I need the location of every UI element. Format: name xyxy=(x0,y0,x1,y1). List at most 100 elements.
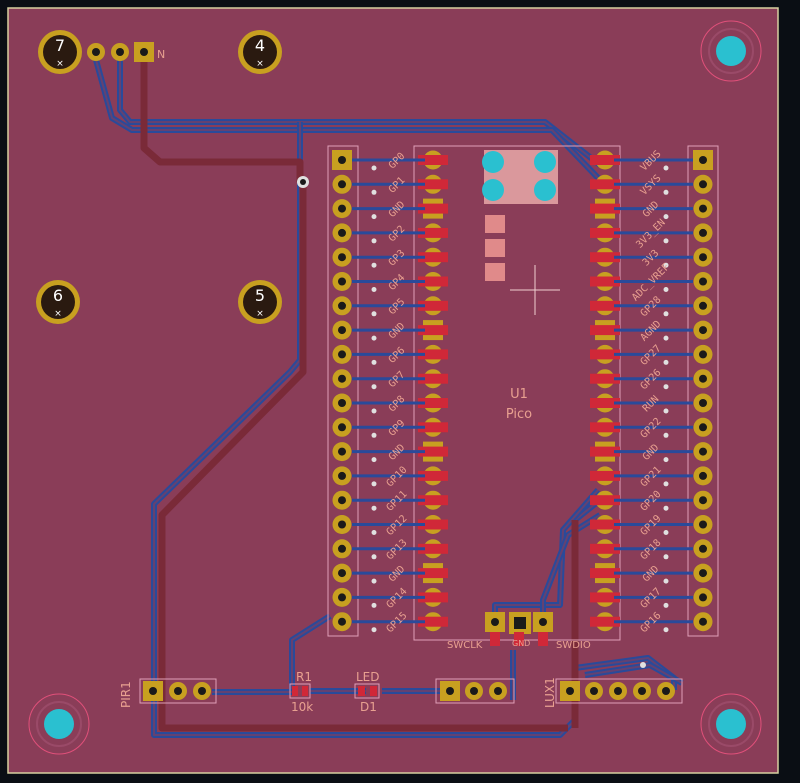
pico-left-smd-pad xyxy=(418,446,448,457)
via xyxy=(663,359,669,365)
bottom-connector-3pin xyxy=(435,678,515,704)
lux-ref: LUX1 xyxy=(543,677,557,708)
pico-right-smd-pad xyxy=(590,495,620,506)
pir-ref: PIR1 xyxy=(119,681,133,708)
via xyxy=(663,578,669,584)
pico-right-smd-pad xyxy=(590,422,620,433)
pico-right-smd-pad xyxy=(590,373,620,384)
test-pad xyxy=(485,263,505,281)
pico-left-smd-pad xyxy=(418,155,448,165)
via xyxy=(371,189,377,195)
pico-left-smd-pad xyxy=(418,495,448,506)
board-outline xyxy=(7,7,779,774)
corner-mount-hole-icon xyxy=(700,20,762,82)
pico-left-smd-pad xyxy=(418,592,448,603)
corner-mount-hole-icon xyxy=(28,693,90,755)
via xyxy=(371,408,377,414)
front-trace xyxy=(140,60,304,182)
via xyxy=(371,602,377,608)
pico-left-smd-pad xyxy=(418,179,448,190)
usb-mount-pad xyxy=(534,179,556,201)
via xyxy=(371,165,377,171)
via xyxy=(371,481,377,487)
pico-right-smd-pad xyxy=(590,568,620,579)
swd-header: SWCLK GND SWDIO xyxy=(447,612,591,651)
pico-left-smd-pad xyxy=(418,325,448,336)
u1-value: Pico xyxy=(506,407,532,422)
d1-value: LED xyxy=(356,670,380,684)
via xyxy=(371,287,377,292)
via xyxy=(663,432,669,438)
via xyxy=(663,165,669,171)
left-header-courtyard xyxy=(327,145,359,637)
top-connector: N xyxy=(87,42,165,62)
pico-right-smd-pad xyxy=(590,446,620,457)
pico-left-smd-pad xyxy=(418,227,448,238)
svg-text:×: × xyxy=(54,309,62,319)
via xyxy=(663,457,669,463)
pico-left-smd-pad xyxy=(418,276,448,287)
swd-gnd-label: GND xyxy=(512,639,530,648)
via xyxy=(371,457,377,463)
via xyxy=(663,554,669,560)
pico-right-smd-pad xyxy=(590,592,620,603)
pico-right-smd-pad xyxy=(590,155,620,165)
via xyxy=(371,359,377,365)
mount-hole-number: 5 xyxy=(255,286,265,305)
via xyxy=(663,505,669,511)
pico-left-smd-pad xyxy=(418,568,448,579)
pir-connector: PIR1 xyxy=(119,678,217,708)
pico-right-smd-pad xyxy=(590,252,620,263)
svg-text:×: × xyxy=(256,309,264,319)
pico-left-smd-pad xyxy=(418,470,448,481)
led-d1: LED D1 xyxy=(354,670,380,714)
via xyxy=(663,262,669,268)
via xyxy=(663,287,669,292)
via xyxy=(371,262,377,268)
via xyxy=(371,335,377,341)
via xyxy=(371,384,377,390)
via xyxy=(663,602,669,608)
swclk-label: SWCLK xyxy=(447,640,483,651)
via xyxy=(663,627,669,633)
via xyxy=(663,311,669,317)
pico-left-smd-pad xyxy=(418,349,448,360)
pico-right-smd-pad xyxy=(590,203,620,214)
pico-left-smd-pad xyxy=(418,422,448,433)
test-pad xyxy=(485,239,505,257)
back-copper-traces xyxy=(93,59,684,738)
pico-left-smd-pad xyxy=(418,300,448,311)
pico-right-smd-pad xyxy=(590,227,620,238)
lux-connector: LUX1 xyxy=(543,677,683,708)
pico-left-smd-pad xyxy=(418,519,448,530)
via xyxy=(371,578,377,584)
via xyxy=(371,554,377,560)
usb-mount-pad xyxy=(482,179,504,201)
test-pad xyxy=(485,215,505,233)
svg-text:×: × xyxy=(56,59,64,69)
via xyxy=(663,384,669,390)
pico-right-smd-pad xyxy=(590,325,620,336)
via xyxy=(371,311,377,317)
pico-left-smd-pad xyxy=(418,373,448,384)
usb-mount-pad xyxy=(534,151,556,173)
via xyxy=(371,505,377,511)
via xyxy=(663,530,669,535)
via xyxy=(371,214,377,220)
via xyxy=(640,662,646,668)
u1-ref: U1 xyxy=(510,387,528,402)
mount-hole-number: 6 xyxy=(53,286,63,305)
pico-right-smd-pad xyxy=(590,543,620,554)
via xyxy=(663,408,669,414)
mounting-holes: 7×4×6×5× xyxy=(28,20,762,755)
pico-left-smd-pad xyxy=(418,203,448,214)
pico-right-smd-pad xyxy=(590,470,620,481)
via xyxy=(371,627,377,633)
svg-text:×: × xyxy=(256,59,264,69)
pico-right-smd-pad xyxy=(590,179,620,190)
pico-right-smd-pad xyxy=(590,276,620,287)
via xyxy=(663,189,669,195)
swdio-label: SWDIO xyxy=(556,640,591,651)
pico-right-smd-pad xyxy=(590,616,620,627)
